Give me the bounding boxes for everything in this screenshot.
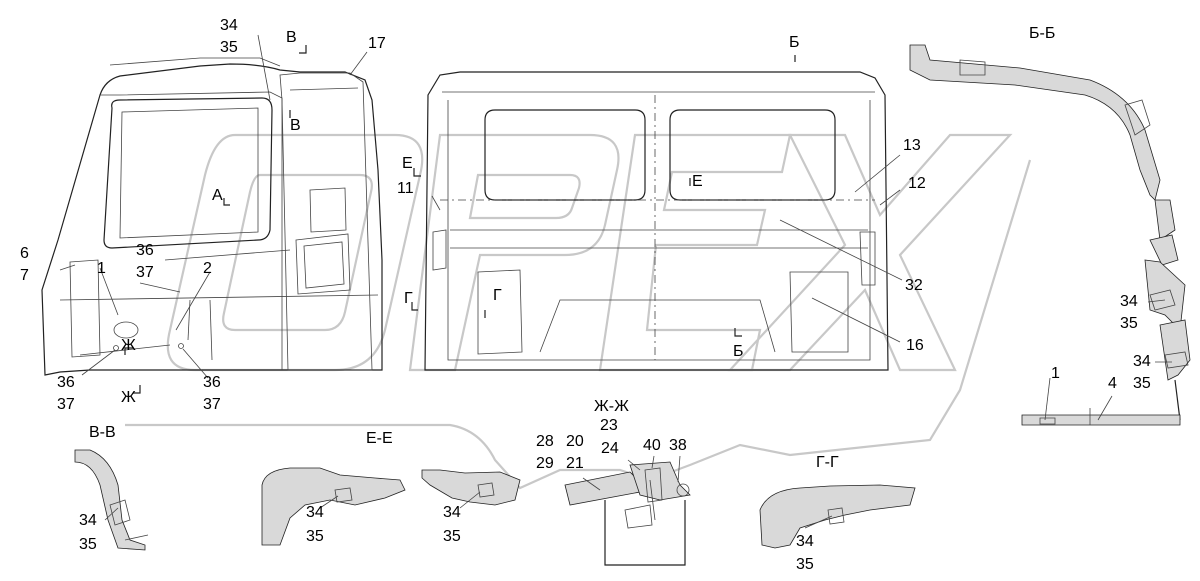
label-section-g: Г: [493, 287, 502, 304]
section-title-ee: Е-Е: [366, 430, 393, 447]
section-bb-drawing: [909, 44, 1191, 426]
label-section-zh: Ж: [121, 337, 136, 354]
label-35: 35: [1133, 375, 1151, 392]
label-view-a: А: [212, 187, 223, 204]
section-vv-drawing: [74, 449, 149, 551]
label-20: 20: [566, 433, 584, 450]
section-titles: Б-Б В-В Е-Е Ж-Ж Г-Г: [89, 25, 1055, 471]
label-35: 35: [220, 39, 238, 56]
label-13: 13: [903, 137, 921, 154]
label-29: 29: [536, 455, 554, 472]
label-section-b: Б: [789, 34, 800, 51]
label-6: 6: [20, 245, 29, 262]
label-section-b: Б: [733, 343, 744, 360]
label-28: 28: [536, 433, 554, 450]
label-35: 35: [79, 536, 97, 553]
label-32: 32: [905, 277, 923, 294]
label-34: 34: [1120, 293, 1138, 310]
watermark-logo: [125, 133, 1032, 490]
section-gg-drawing: [759, 484, 916, 549]
label-16: 16: [906, 337, 924, 354]
label-7: 7: [20, 267, 29, 284]
section-title-bb: Б-Б: [1029, 25, 1055, 42]
label-24: 24: [601, 440, 619, 457]
label-1: 1: [97, 260, 106, 277]
label-34: 34: [1133, 353, 1151, 370]
label-section-e: Е: [692, 173, 703, 190]
section-marker-ticks: [124, 45, 796, 394]
section-zhzh-drawing: [564, 455, 691, 566]
label-35: 35: [796, 556, 814, 573]
label-36: 36: [57, 374, 75, 391]
callout-labels: 34 35 В В 17 А 6 7 1 36 37 2 Ж 36 37 Ж 3…: [20, 17, 1151, 573]
section-title-gg: Г-Г: [816, 454, 839, 471]
label-1: 1: [1051, 365, 1060, 382]
label-section-e: Е: [402, 155, 413, 172]
label-section-g: Г: [404, 290, 413, 307]
label-section-zh: Ж: [121, 389, 136, 406]
label-37: 37: [203, 396, 221, 413]
label-4: 4: [1108, 375, 1117, 392]
label-37: 37: [136, 264, 154, 281]
label-12: 12: [908, 175, 926, 192]
label-34: 34: [443, 504, 461, 521]
label-2: 2: [203, 260, 212, 277]
cab-rear-view: [424, 71, 903, 371]
section-ee-drawing: [261, 467, 521, 546]
label-section-v: В: [286, 29, 297, 46]
label-34: 34: [306, 504, 324, 521]
label-section-v: В: [290, 117, 301, 134]
label-34: 34: [79, 512, 97, 529]
label-36: 36: [136, 242, 154, 259]
section-title-zhzh: Ж-Ж: [594, 398, 629, 415]
label-35: 35: [1120, 315, 1138, 332]
label-35: 35: [306, 528, 324, 545]
label-35: 35: [443, 528, 461, 545]
label-38: 38: [669, 437, 687, 454]
label-17: 17: [368, 35, 386, 52]
label-34: 34: [796, 533, 814, 550]
label-37: 37: [57, 396, 75, 413]
label-36: 36: [203, 374, 221, 391]
label-40: 40: [643, 437, 661, 454]
label-23: 23: [600, 417, 618, 434]
label-34: 34: [220, 17, 238, 34]
cab-side-view: [41, 34, 383, 379]
label-21: 21: [566, 455, 584, 472]
section-title-vv: В-В: [89, 424, 116, 441]
label-11: 11: [397, 180, 414, 197]
